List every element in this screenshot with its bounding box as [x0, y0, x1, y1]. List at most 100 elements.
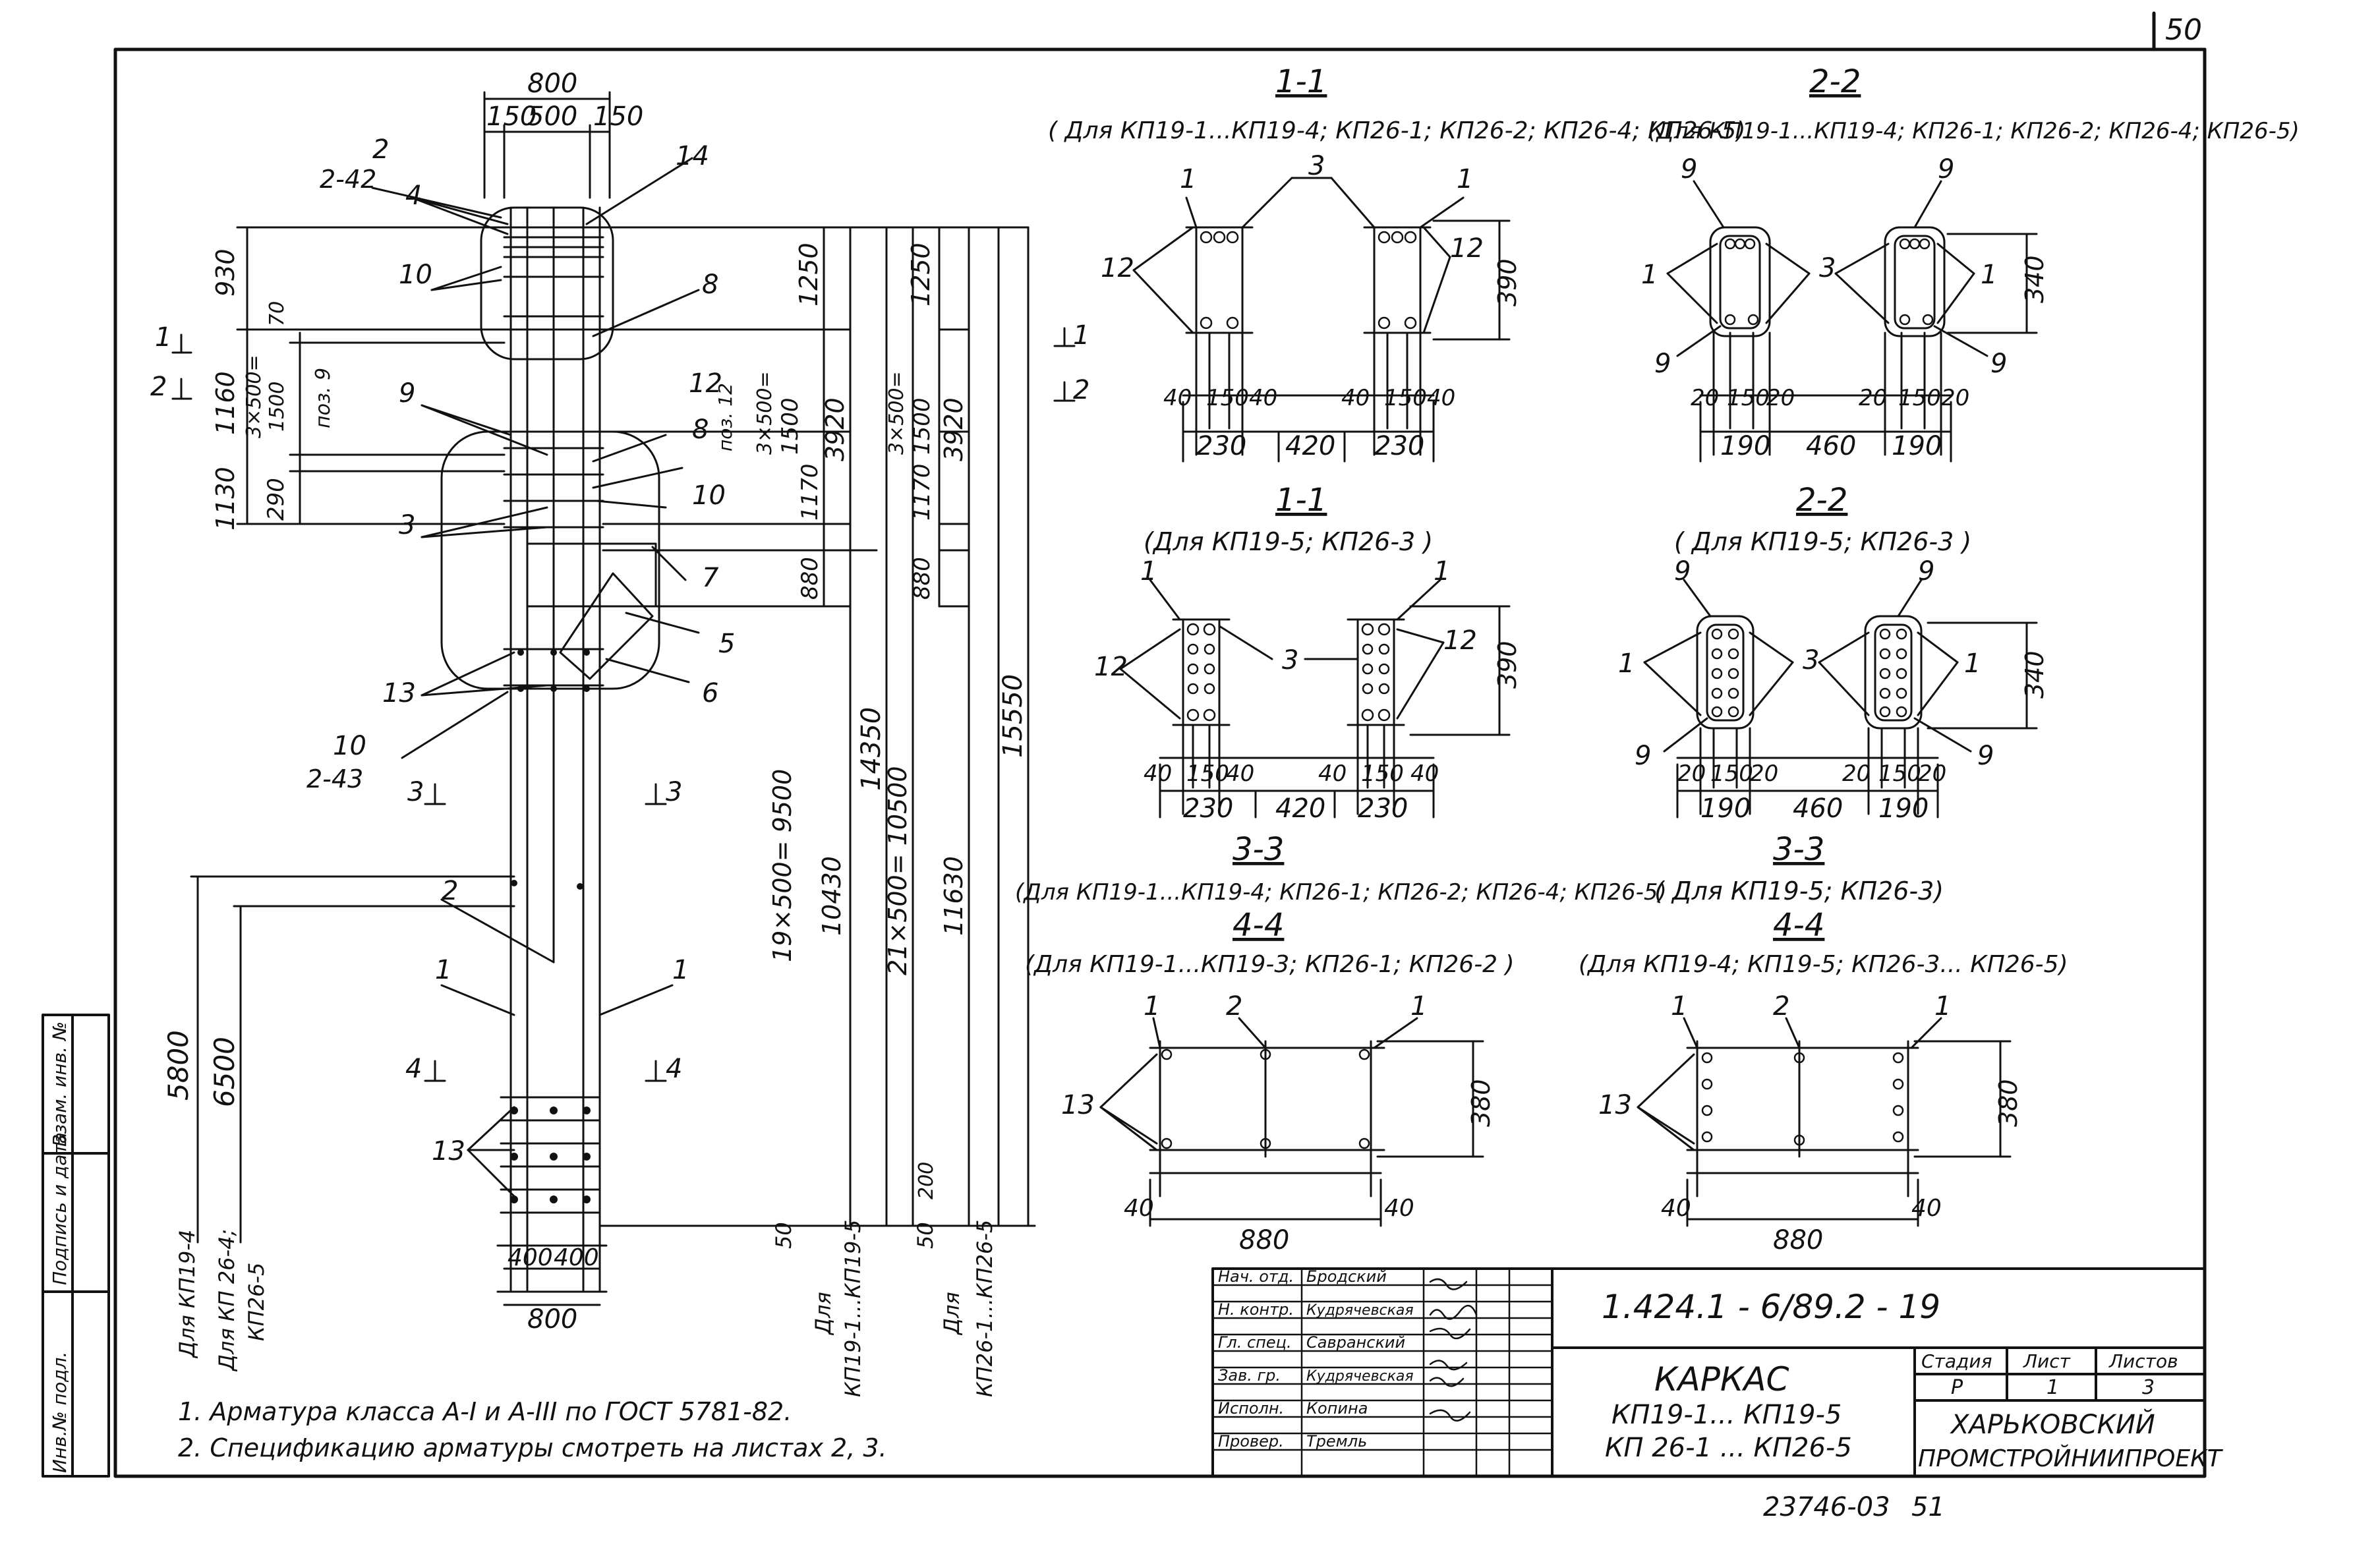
- left-dim: поз. 9: [312, 368, 335, 428]
- section-label: 3: [1282, 645, 1298, 676]
- section-label: 1: [1144, 991, 1160, 1022]
- section-dim: 150: [1898, 385, 1941, 411]
- drawing-title: КАРКАС: [1654, 1360, 1789, 1398]
- section-label: 12: [1450, 233, 1484, 264]
- cut-mark: 2: [150, 372, 167, 402]
- section-height: 390: [1493, 641, 1522, 689]
- right-dim: 10430: [817, 856, 846, 936]
- pos-label: 14: [676, 141, 709, 171]
- for-right-b: Для: [939, 1292, 964, 1336]
- pos-label: 10: [333, 731, 366, 761]
- section-dim: 40: [1318, 761, 1347, 787]
- section-label: 1: [1180, 164, 1196, 194]
- section-width: 880: [1239, 1225, 1289, 1255]
- section-label: 1: [1671, 991, 1687, 1022]
- section-label: 9: [1654, 349, 1671, 379]
- left-dim: 290: [263, 478, 289, 521]
- right-dim: 1500: [909, 397, 935, 455]
- section-title-2: 4-4: [1773, 907, 1824, 944]
- footer-code: 23746-03: [1763, 1492, 1890, 1522]
- drawing-subtitle-1: КП19-1... КП19-5: [1611, 1400, 1842, 1430]
- section-width: 190: [1892, 431, 1942, 461]
- left-dim: 1500: [266, 382, 289, 432]
- person-name: Кудрячевская: [1306, 1302, 1414, 1319]
- left-dim: 930: [211, 248, 240, 297]
- pos-label: 13: [432, 1136, 465, 1166]
- section-subtitle: ( Для КП19-5; КП26-3 ): [1674, 527, 1971, 556]
- section-width: 460: [1793, 793, 1843, 824]
- sheets-label: Листов: [2108, 1350, 2178, 1372]
- sheets-value: 3: [2142, 1376, 2155, 1399]
- right-dim: 50: [913, 1222, 938, 1249]
- right-dim: 1170: [797, 463, 823, 521]
- doc-code: 1.424.1 - 6/89.2 - 19: [1602, 1288, 1940, 1326]
- person-name: Тремль: [1306, 1432, 1367, 1451]
- section-dim: 150: [1361, 761, 1404, 787]
- stamp-inv-podl: Инв.№ подл.: [49, 1352, 71, 1473]
- section-label: 3: [1819, 253, 1836, 283]
- side-stamp: Инв.№ подл. Подпись и дата Взам. инв. №: [42, 1014, 110, 1478]
- section-dim: 40: [1144, 761, 1172, 787]
- person-name: Бродский: [1306, 1267, 1387, 1286]
- dim-top-total: 800: [527, 69, 577, 99]
- sheet-frame: [113, 11, 2207, 1478]
- role: Исполн.: [1218, 1399, 1284, 1418]
- section-label: 1: [1934, 991, 1951, 1022]
- section-label: 9: [1635, 741, 1651, 771]
- section-width: 460: [1806, 431, 1856, 461]
- pos-label: 7: [702, 563, 719, 593]
- pos-label: 10: [399, 260, 432, 290]
- section-dim: 20: [1918, 761, 1946, 787]
- sheet-number: 50: [2165, 13, 2202, 47]
- pos-label: 1: [435, 955, 451, 985]
- for-right-b2: КП26-1...КП26-5: [972, 1220, 997, 1397]
- role: Н. контр.: [1218, 1300, 1294, 1319]
- pos-label: 4: [405, 181, 422, 211]
- pos-label: 2: [372, 134, 389, 165]
- section-dim: 150: [1186, 761, 1229, 787]
- stage-value: Р: [1951, 1376, 1963, 1399]
- section-3-3-a: 3-3 (Для КП19-1...КП19-4; КП26-1; КП26-2…: [1015, 831, 1667, 1255]
- note-for-kp26-4: Для КП 26-4;: [214, 1229, 239, 1372]
- dim-top-part-mid: 500: [527, 101, 577, 132]
- section-label: 12: [1443, 625, 1477, 656]
- section-dim: 40: [1163, 385, 1192, 411]
- section-label: 3: [1308, 151, 1325, 181]
- org-name-1: ХАРЬКОВСКИЙ: [1950, 1408, 2155, 1440]
- role: Гл. спец.: [1218, 1333, 1292, 1352]
- pos-label: 10: [692, 480, 726, 511]
- pos-label: 3: [399, 510, 415, 540]
- dim-top-part-right: 150: [593, 101, 643, 132]
- right-dim: 1250: [906, 243, 935, 306]
- section-label: 9: [1977, 741, 1994, 771]
- sheet-label: Лист: [2023, 1350, 2071, 1372]
- left-dim-bottom: 5800: [162, 1030, 194, 1101]
- dim-bottom-part-right: 400: [554, 1244, 599, 1271]
- section-width: 190: [1700, 793, 1751, 824]
- pos-label: 6: [702, 678, 718, 708]
- cut-mark: 3: [666, 777, 682, 807]
- section-dim: 20: [1677, 761, 1706, 787]
- section-dim: 40: [1249, 385, 1277, 411]
- section-dim: 20: [1750, 761, 1778, 787]
- section-3-3-b: 3-3 ( Для КП19-5; КП26-3) 4-4 (Для КП19-…: [1579, 831, 2068, 1255]
- left-dim: 3×500=: [243, 355, 266, 438]
- dim-top-part-left: 150: [486, 101, 537, 132]
- section-title: 3-3: [1233, 831, 1284, 868]
- section-title: 2-2: [1809, 63, 1861, 100]
- right-dim: 880: [909, 557, 935, 600]
- pos-label: 5: [718, 629, 735, 659]
- section-label: 1: [1457, 164, 1473, 194]
- section-label: 9: [1918, 556, 1934, 587]
- section-subtitle: (Для КП19-1...КП19-4; КП26-1; КП26-2; КП…: [1015, 879, 1667, 906]
- section-label: 1: [1964, 648, 1981, 679]
- section-dim: 40: [1384, 1195, 1414, 1222]
- section-label: 1: [1981, 260, 1997, 290]
- section-subtitle: ( Для КП19-1...КП19-4; КП26-1; КП26-2; К…: [1048, 117, 1745, 144]
- right-dim: 3×500=: [885, 371, 908, 455]
- section-label: 13: [1598, 1090, 1632, 1120]
- section-dim: 150: [1384, 385, 1427, 411]
- left-dim-bottom: 6500: [208, 1037, 241, 1107]
- pos-label: 1: [672, 955, 689, 985]
